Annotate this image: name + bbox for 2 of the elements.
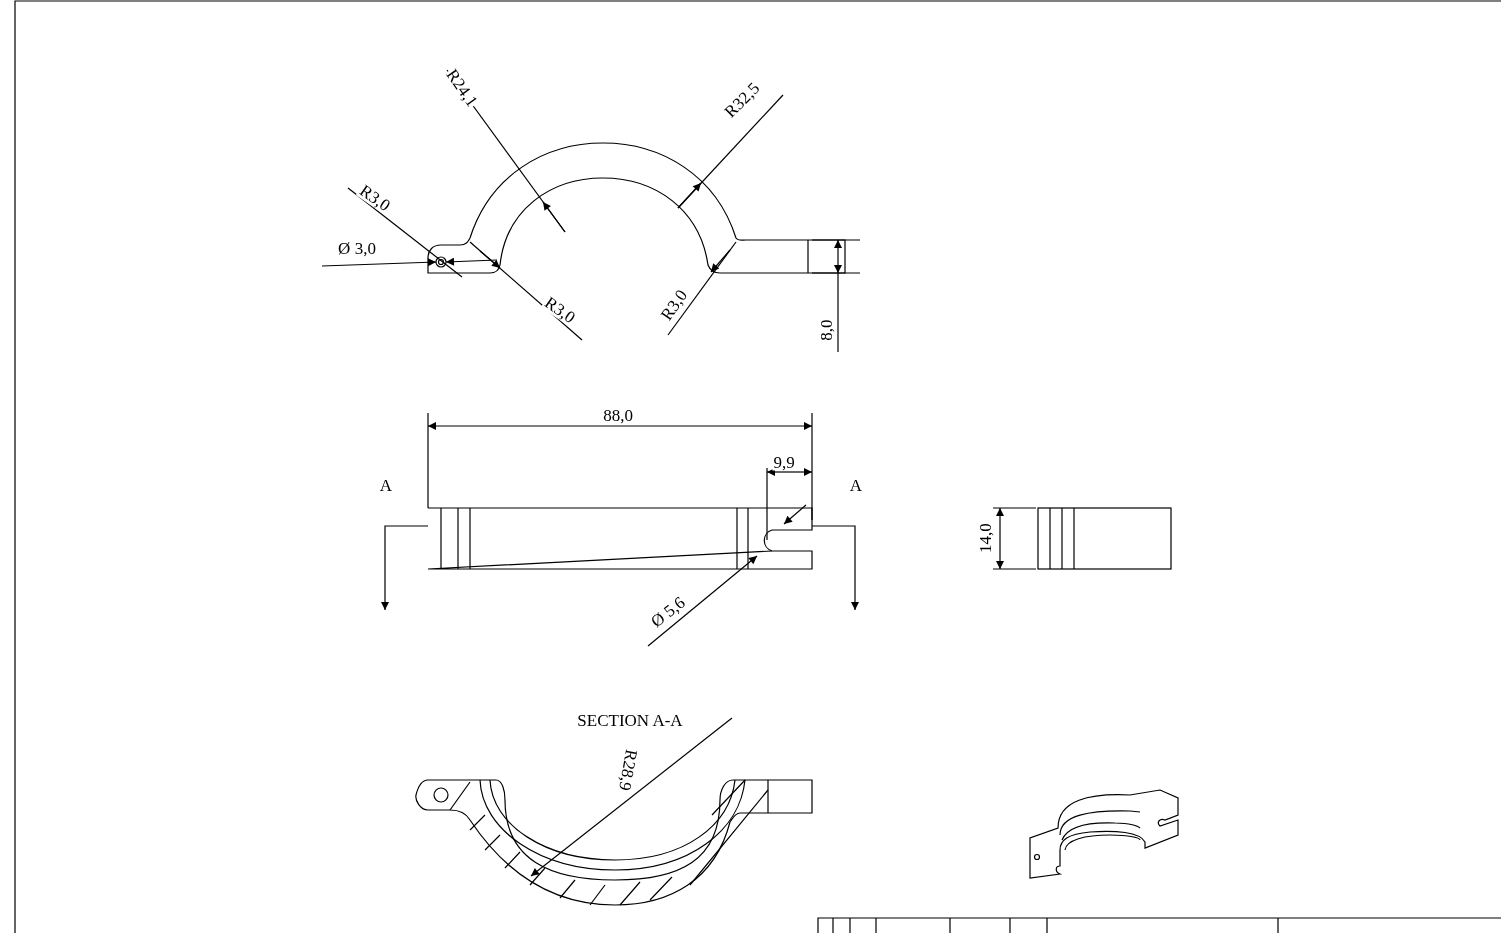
dimension-text: R28,9	[615, 747, 641, 793]
dimension-text: Ø 3,0	[337, 239, 377, 257]
